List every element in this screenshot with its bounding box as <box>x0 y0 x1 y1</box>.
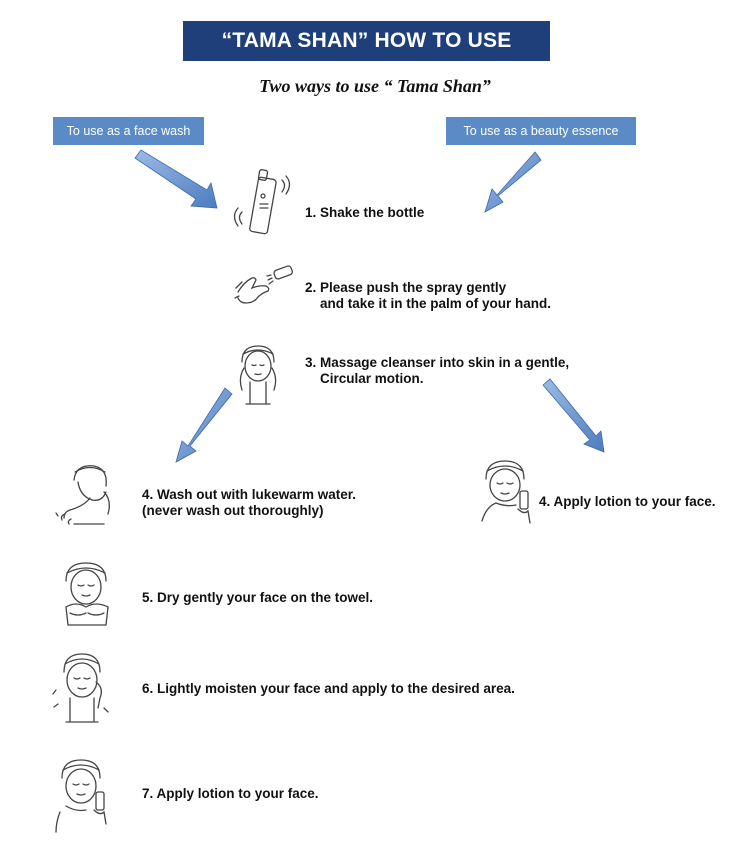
arrow-to-essence-step4 <box>543 379 604 452</box>
step-2-text-line2: and take it in the palm of your hand. <box>320 296 551 312</box>
massage-face-icon <box>234 340 282 410</box>
arrow-to-step1-right <box>485 152 541 212</box>
step-2-text-line1: 2. Please push the spray gently <box>305 280 506 296</box>
face-wash-step-4-line2: (never wash out thoroughly) <box>142 503 324 519</box>
step-3-text-line2: Circular motion. <box>320 371 424 387</box>
moisten-face-icon <box>50 648 110 730</box>
lotion-face-icon <box>50 752 112 836</box>
face-wash-step-6: 6. Lightly moisten your face and apply t… <box>142 681 515 697</box>
bottle-icon <box>232 168 294 238</box>
face-wash-step-7: 7. Apply lotion to your face. <box>142 786 319 802</box>
essence-lotion-face-icon <box>474 455 536 527</box>
washing-face-icon <box>54 458 124 530</box>
face-wash-step-5: 5. Dry gently your face on the towel. <box>142 590 373 606</box>
arrow-to-step1-left <box>135 150 217 208</box>
face-wash-step-4-line1: 4. Wash out with lukewarm water. <box>142 487 356 503</box>
essence-step-4: 4. Apply lotion to your face. <box>539 494 716 510</box>
spray-hand-icon <box>234 262 298 312</box>
arrow-to-face-wash-step4 <box>176 388 232 462</box>
step-1-text: 1. Shake the bottle <box>305 205 424 221</box>
towel-face-icon <box>56 555 116 633</box>
step-3-text-line1: 3. Massage cleanser into skin in a gentl… <box>305 355 569 371</box>
